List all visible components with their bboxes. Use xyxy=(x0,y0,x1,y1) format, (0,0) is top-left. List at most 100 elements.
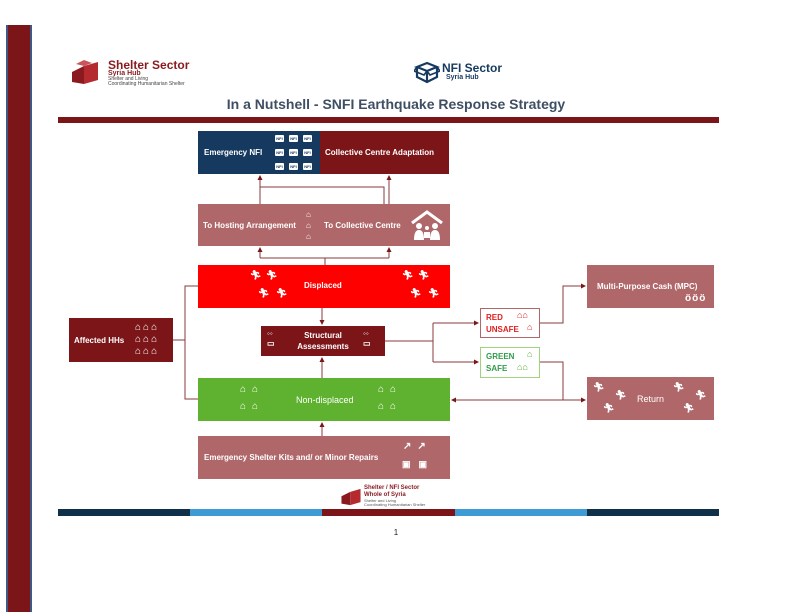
nfi-chip-icon: NFI xyxy=(289,149,298,156)
green-safe-box: GREEN SAFE ⌂ ⌂⌂ xyxy=(480,347,540,378)
unsafe-house-icon: ⌂ xyxy=(527,322,533,332)
displaced-person-icon: 🏃︎ xyxy=(276,288,288,298)
arrow-red-to-mpc xyxy=(540,283,586,324)
page-title: In a Nutshell - SNFI Earthquake Response… xyxy=(226,96,566,112)
connector-hosting-cross xyxy=(259,186,385,204)
nfi-logo-hub: Syria Hub xyxy=(446,74,479,81)
to-collective-label: To Collective Centre xyxy=(324,220,401,230)
collective-centre-adaptation-label: Collective Centre Adaptation xyxy=(325,148,435,157)
nfi-chip-icon: NFI xyxy=(275,135,284,142)
footer-bar-segment xyxy=(58,509,191,516)
arrow-green-to-return xyxy=(540,361,586,403)
inspection-glasses-icon: ◦◦▭ xyxy=(267,329,275,348)
unsafe-label: UNSAFE xyxy=(486,325,519,334)
nfi-chip-icon: NFI xyxy=(289,135,298,142)
footer-logo-line2: Whole of Syria xyxy=(364,492,406,498)
returning-person-icon: 🏃︎ xyxy=(603,403,615,413)
footer-logo-line1: Shelter / NFI Sector xyxy=(364,485,420,491)
displaced-person-icon: 🏃︎ xyxy=(428,288,440,298)
footer-logo-line4: Coordinating Humanitarian Shelter xyxy=(364,502,426,507)
safe-house-icon: ⌂ xyxy=(527,349,533,359)
safe-house-icon: ⌂⌂ xyxy=(517,362,528,372)
displaced-person-icon: 🏃︎ xyxy=(250,270,262,280)
shelter-logo-name: Shelter Sector xyxy=(108,58,190,72)
inspection-glasses-icon: ◦◦▭ xyxy=(363,329,371,348)
returning-person-icon: 🏃︎ xyxy=(673,382,685,392)
footer-bar-segment xyxy=(322,509,455,516)
page-number: 1 xyxy=(393,528,399,537)
emergency-shelter-kits-label: Emergency Shelter Kits and/ or Minor Rep… xyxy=(204,453,379,462)
red-unsafe-box: RED UNSAFE ⌂⌂ ⌂ xyxy=(480,308,540,338)
non-displaced-box: ⌂⌂ ⌂⌂ Non-displaced ⌂⌂ ⌂⌂ xyxy=(198,378,450,421)
safe-label: SAFE xyxy=(486,364,508,373)
collective-centre-shelter-icon xyxy=(411,210,443,240)
returning-person-icon: 🏃︎ xyxy=(695,390,707,400)
shelter-logo-icon xyxy=(72,60,98,84)
displaced-person-icon: 🏃︎ xyxy=(258,288,270,298)
displaced-person-icon: 🏃︎ xyxy=(402,270,414,280)
displaced-label: Displaced xyxy=(304,281,342,290)
displaced-person-icon: 🏃︎ xyxy=(410,288,422,298)
displaced-box: 🏃︎ 🏃︎ 🏃︎ 🏃︎ Displaced 🏃︎ 🏃︎ 🏃︎ 🏃︎ xyxy=(198,265,450,308)
nfi-chip-icon: NFI xyxy=(303,163,312,170)
structural-label-line2: Assessments xyxy=(297,342,349,351)
to-hosting-label: To Hosting Arrangement xyxy=(203,220,296,230)
non-displaced-label: Non-displaced xyxy=(296,395,354,405)
home-person-icon: ⌂⌂ xyxy=(240,401,265,412)
toolkit-icon: ▣▣ xyxy=(402,459,436,469)
nfi-chip-icon: NFI xyxy=(275,163,284,170)
home-person-icon: ⌂⌂ xyxy=(378,384,403,395)
footer-bar-segment xyxy=(586,509,720,516)
damaged-house-icon: ⌂⌂⌂⌂⌂⌂⌂⌂⌂ xyxy=(135,322,160,357)
mpc-label: Multi-Purpose Cash (MPC) xyxy=(597,282,698,291)
shelter-logo-hub: Syria Hub xyxy=(108,70,141,77)
affected-hhs-box: Affected HHs ⌂⌂⌂⌂⌂⌂⌂⌂⌂ xyxy=(69,318,173,362)
multi-purpose-cash-box: Multi-Purpose Cash (MPC) ööö xyxy=(587,265,714,308)
connector-affected-branch xyxy=(184,285,198,400)
nfi-logo-name: NFI Sector xyxy=(442,61,503,75)
collective-centre-adaptation-box: Collective Centre Adaptation xyxy=(320,131,449,174)
home-person-icon: ⌂⌂ xyxy=(240,384,265,395)
hammer-icon: ↗↗ xyxy=(403,441,432,452)
footer-bar-segment xyxy=(454,509,587,516)
money-bag-icon: ööö xyxy=(685,293,707,304)
nfi-chip-icon: NFI xyxy=(275,149,284,156)
emergency-nfi-box: Emergency NFI NFI NFI NFI NFI NFI NFI NF… xyxy=(198,131,322,174)
home-person-icon: ⌂⌂ xyxy=(378,401,403,412)
returning-person-icon: 🏃︎ xyxy=(683,403,695,413)
displaced-person-icon: 🏃︎ xyxy=(266,270,278,280)
red-label: RED xyxy=(486,313,503,322)
footer-bar-segment xyxy=(190,509,323,516)
return-box: 🏃︎ 🏃︎ 🏃︎ Return 🏃︎ 🏃︎ 🏃︎ xyxy=(587,377,714,420)
nfi-chip-icon: NFI xyxy=(303,149,312,156)
unsafe-house-icon: ⌂⌂ xyxy=(517,310,528,320)
shelter-logo-tag2: Coordinating Humanitarian Shelter xyxy=(108,81,185,87)
page-side-bar xyxy=(6,25,32,612)
shelter-nfi-logo-icon xyxy=(341,488,361,506)
affected-hhs-label: Affected HHs xyxy=(74,335,125,345)
emergency-shelter-kits-box: Emergency Shelter Kits and/ or Minor Rep… xyxy=(198,436,450,479)
nfi-chip-icon: NFI xyxy=(289,163,298,170)
nfi-chip-icon: NFI xyxy=(303,135,312,142)
footer-logo-line3: Shelter and Living xyxy=(364,498,397,503)
emergency-nfi-label: Emergency NFI xyxy=(204,148,263,157)
hosting-family-icon: ⌂⌂⌂ xyxy=(306,210,311,241)
box-logo-icon xyxy=(414,61,440,84)
nfi-sector-logo: NFI Sector Syria Hub xyxy=(412,58,522,86)
shelter-sector-logo: Shelter Sector Syria Hub Shelter and Liv… xyxy=(70,56,210,92)
return-label: Return xyxy=(637,394,665,404)
footer-color-bar xyxy=(58,509,720,516)
displaced-person-icon: 🏃︎ xyxy=(418,270,430,280)
footer-logo: Shelter / NFI Sector Whole of Syria Shel… xyxy=(340,485,470,511)
green-label: GREEN xyxy=(486,352,515,361)
returning-person-icon: 🏃︎ xyxy=(593,382,605,392)
title-divider xyxy=(58,117,719,123)
shelter-logo-tag1: Shelter and Living xyxy=(108,76,149,82)
structural-label-line1: Structural xyxy=(304,331,342,340)
relocation-box: To Hosting Arrangement ⌂⌂⌂ To Collective… xyxy=(198,204,450,246)
returning-person-icon: 🏃︎ xyxy=(615,390,627,400)
